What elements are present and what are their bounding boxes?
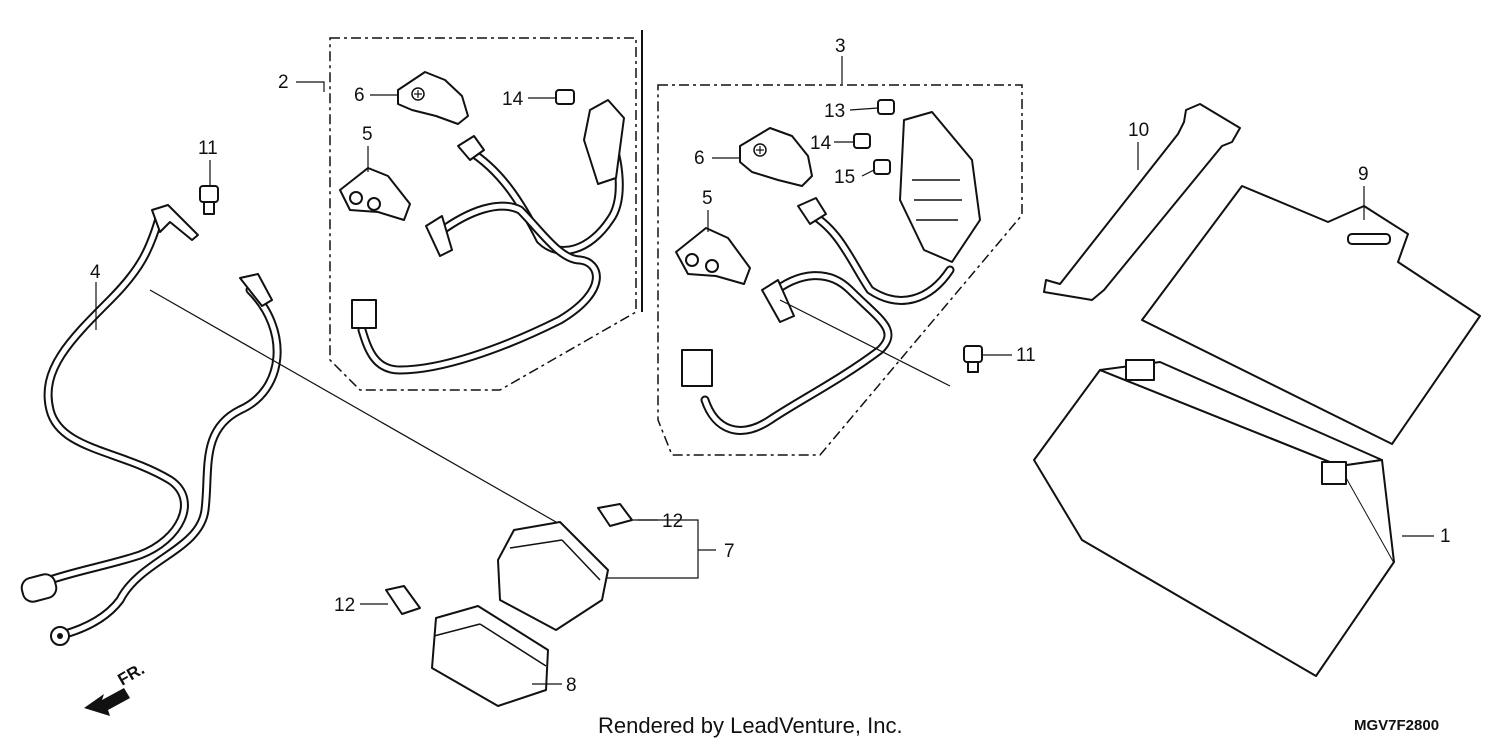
group-box-2 bbox=[329, 37, 637, 391]
battery-band-10[interactable] bbox=[1043, 103, 1241, 301]
callout-labels: 1 2 3 4 5 5 6 6 7 8 9 10 11 11 12 12 13 … bbox=[90, 36, 1451, 696]
terminal-cover-6-group3[interactable] bbox=[739, 127, 813, 187]
fuse-12-lower[interactable] bbox=[385, 585, 421, 615]
clip-15[interactable] bbox=[873, 159, 891, 175]
battery-cover-9[interactable] bbox=[1141, 185, 1481, 445]
clip-14-group2[interactable] bbox=[555, 89, 575, 105]
clip-14-group3[interactable] bbox=[853, 133, 871, 149]
fuse-12-upper[interactable] bbox=[597, 503, 633, 527]
fuse-box[interactable] bbox=[899, 111, 981, 263]
diagram-code: MGV7F2800 bbox=[1354, 717, 1439, 734]
wire-harness-4[interactable] bbox=[19, 204, 282, 646]
leader-lines bbox=[95, 56, 1434, 685]
callout-6-group3: 6 bbox=[694, 148, 705, 169]
callout-9: 9 bbox=[1358, 164, 1369, 185]
relay-8[interactable] bbox=[431, 605, 549, 707]
callout-12-upper: 12 bbox=[662, 511, 683, 532]
callout-8: 8 bbox=[566, 675, 577, 696]
bolt-11-right[interactable] bbox=[963, 345, 983, 373]
callout-5-group3: 5 bbox=[702, 188, 713, 209]
wire-harness-3[interactable] bbox=[681, 197, 955, 435]
callout-1: 1 bbox=[1440, 526, 1451, 547]
wire-harness-2[interactable] bbox=[351, 99, 625, 375]
callout-3: 3 bbox=[835, 36, 846, 57]
front-direction-arrow-icon: FR. bbox=[84, 659, 148, 716]
terminal-cover-5-group2[interactable] bbox=[339, 167, 411, 221]
callout-6-group2: 6 bbox=[354, 85, 365, 106]
callout-14-group2: 14 bbox=[502, 89, 524, 110]
group-box-3 bbox=[657, 84, 1023, 456]
callout-14-group3: 14 bbox=[810, 133, 832, 154]
direction-label: FR. bbox=[115, 659, 148, 689]
callout-4: 4 bbox=[90, 262, 101, 283]
relay-7[interactable] bbox=[497, 521, 609, 631]
callout-13: 13 bbox=[824, 101, 845, 122]
callout-5-group2: 5 bbox=[362, 124, 373, 145]
callout-10: 10 bbox=[1128, 120, 1149, 141]
clip-13[interactable] bbox=[877, 99, 895, 115]
callout-11-left: 11 bbox=[198, 138, 218, 159]
callout-12-lower: 12 bbox=[334, 595, 355, 616]
terminal-cover-6-group2[interactable] bbox=[397, 71, 469, 125]
terminal-cover-5-group3[interactable] bbox=[675, 227, 751, 285]
bolt-11-left[interactable] bbox=[199, 185, 219, 215]
rendered-by-credit: Rendered by LeadVenture, Inc. bbox=[598, 713, 903, 738]
battery-1[interactable] bbox=[1033, 359, 1395, 677]
callout-15: 15 bbox=[834, 167, 855, 188]
callout-7: 7 bbox=[724, 541, 735, 562]
callout-11-right: 11 bbox=[1016, 345, 1036, 366]
callout-2: 2 bbox=[278, 72, 289, 93]
